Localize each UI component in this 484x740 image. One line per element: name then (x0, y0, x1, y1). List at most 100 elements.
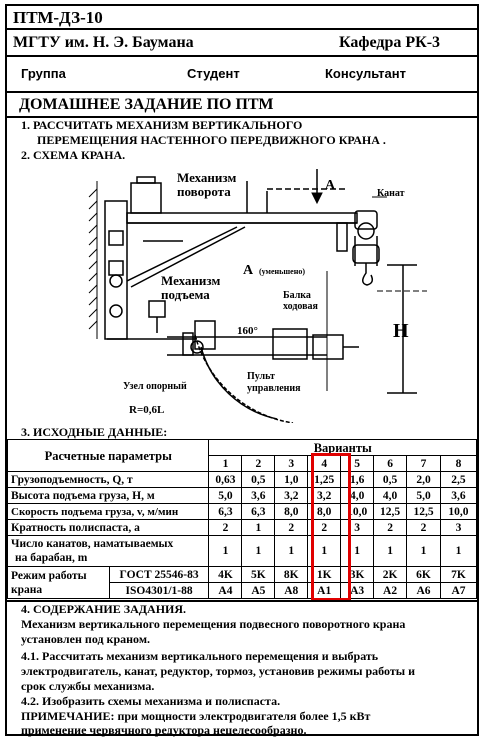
table-cell: A2 (373, 582, 408, 599)
table-cell: 3 (439, 519, 478, 536)
row-label-line2: на барабан, m (15, 552, 88, 564)
row-label: Кратность полиспаста, а (6, 519, 210, 536)
gost-label: ГОСТ 25546-83 (108, 566, 210, 583)
student-label: Студент (187, 66, 240, 81)
variant-number: 7 (406, 455, 441, 472)
header-signature-row: Группа Студент Консультант (7, 57, 477, 93)
label-hoist-1: Механизм (161, 273, 220, 288)
table-cell: A5 (241, 582, 276, 599)
iso-label: ISO4301/1-88 (108, 582, 210, 599)
university-name: МГТУ им. Н. Э. Баумана (13, 34, 194, 51)
hoist-mechanism (148, 271, 359, 423)
table-cell: 2 (406, 519, 441, 536)
variant-number: 8 (439, 455, 478, 472)
table-cell: 2 (208, 519, 243, 536)
table-cell: 2,0 (406, 471, 441, 488)
pulley-trolley (352, 210, 380, 286)
crane-diagram: Механизм поворота А Канат А (уменьшено) … (88, 169, 427, 423)
table-cell: 7K (439, 566, 478, 583)
title-divider (7, 116, 477, 118)
content-heading: 4. СОДЕРЖАНИЕ ЗАДАНИЯ. (21, 602, 187, 616)
table-cell: 4K (208, 566, 243, 583)
mode-label-line2: крана (11, 583, 43, 596)
page-title: ДОМАШНЕЕ ЗАДАНИЕ ПО ПТМ (19, 96, 274, 113)
table-row: Грузоподъемность, Q, т 0,63 0,5 1,0 1,25… (6, 471, 478, 488)
table-cell: 2K (373, 566, 408, 583)
table-cell: 1,0 (274, 471, 309, 488)
support-node (107, 332, 197, 356)
label-h: H (393, 320, 409, 342)
label-panel-1: Пульт (247, 371, 275, 382)
table-cell: 2 (274, 519, 309, 536)
table-cell: 3,6 (241, 487, 276, 504)
label-a-reduced: А (243, 263, 254, 278)
task-item2: 2. СХЕМА КРАНА. (21, 148, 126, 162)
header-university-row: МГТУ им. Н. Э. Баумана Кафедра РК-3 (7, 30, 477, 57)
variant-number: 2 (241, 455, 276, 472)
wall-hatching (88, 181, 98, 339)
task-item1-line2: ПЕРЕМЕЩЕНИЯ НАСТЕННОГО ПЕРЕДВИЖНОГО КРАН… (37, 133, 386, 147)
header-code-row: ПТМ-ДЗ-10 (7, 6, 477, 30)
table-cell: 5,0 (208, 487, 243, 504)
table-cell: 1 (274, 535, 309, 567)
table-row: Высота подъема груза, H, м 5,0 3,6 3,2 3… (6, 487, 478, 504)
table-cell: A4 (208, 582, 243, 599)
table-cell: 5,0 (406, 487, 441, 504)
assignment-sheet: ПТМ-ДЗ-10 МГТУ им. Н. Э. Баумана Кафедра… (5, 4, 479, 737)
table-cell: 1 (406, 535, 441, 567)
table-cell: 1 (241, 535, 276, 567)
table-cell: 2 (373, 519, 408, 536)
group-label: Группа (21, 66, 66, 81)
table-cell: 0,5 (241, 471, 276, 488)
table-cell: 1 (373, 535, 408, 567)
table-cell: 3,6 (439, 487, 478, 504)
content-note-line1: ПРИМЕЧАНИЕ: при мощности электродвигател… (21, 709, 371, 723)
sheet-code: ПТМ-ДЗ-10 (13, 8, 103, 27)
table-row: Кратность полиспаста, а 2 1 2 2 3 2 2 3 (6, 519, 478, 536)
table-cell: 6,3 (241, 503, 276, 520)
variant-number: 3 (274, 455, 309, 472)
table-cell: A6 (406, 582, 441, 599)
table-cell: 2,5 (439, 471, 478, 488)
table-cell: 3,2 (274, 487, 309, 504)
row-label: Грузоподъемность, Q, т (6, 471, 210, 488)
crane-jib (126, 188, 358, 288)
table-cell: A7 (439, 582, 478, 599)
label-beam-1: Балка (283, 290, 311, 301)
content-note-line2: применение червячного редуктора нецелесо… (21, 723, 307, 737)
table-cell: 1 (241, 519, 276, 536)
table-cell: 1 (208, 535, 243, 567)
table-cell: A8 (274, 582, 309, 599)
variant-number: 1 (208, 455, 243, 472)
label-panel-2: управления (247, 383, 301, 394)
label-a: А (325, 178, 336, 193)
rotation-mechanism (130, 176, 248, 214)
task-item1-line1: 1. РАССЧИТАТЬ МЕХАНИЗМ ВЕРТИКАЛЬНОГО (21, 118, 303, 132)
content-p2-line1: 4.1. Рассчитать механизм вертикального п… (21, 649, 379, 663)
crane-mast (104, 200, 128, 340)
content-p1-line2: установлен под краном. (21, 632, 150, 646)
table-cell: 1 (439, 535, 478, 567)
content-p3: 4.2. Изобразить схемы механизма и полисп… (21, 694, 281, 708)
table-cell: 10,0 (439, 503, 478, 520)
label-rotation-2: поворота (177, 184, 231, 199)
table-row: Скорость подъема груза, v, м/мин 6,3 6,3… (6, 503, 478, 520)
consultant-label: Консультант (325, 66, 406, 81)
table-cell: 12,5 (373, 503, 408, 520)
table-cell: 6K (406, 566, 441, 583)
item3-heading: 3. ИСХОДНЫЕ ДАННЫЕ: (21, 425, 168, 439)
label-beam-2: ходовая (283, 301, 319, 312)
table-cell: 8,0 (274, 503, 309, 520)
content-p2-line3: срок службы механизма. (21, 679, 155, 693)
view-arrow-a (311, 169, 323, 205)
table-cell: 8K (274, 566, 309, 583)
row-label: Скорость подъема груза, v, м/мин (6, 503, 210, 520)
table-cell: 4,0 (373, 487, 408, 504)
variant-number: 6 (373, 455, 408, 472)
label-rotation-1: Механизм (177, 170, 236, 185)
variant-highlight (311, 453, 351, 601)
table-cell: 12,5 (406, 503, 441, 520)
